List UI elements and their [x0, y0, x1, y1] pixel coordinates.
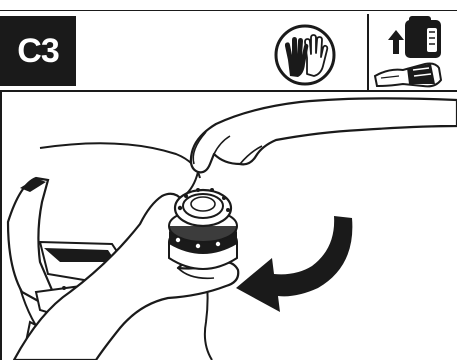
remove-battery-panel: [367, 14, 457, 92]
remove-battery-icon: [373, 16, 443, 88]
step-number-badge: C3: [0, 16, 76, 86]
left-border-rule: [0, 92, 2, 360]
rotate-counterclockwise-arrow-icon: [236, 216, 353, 312]
header-top-rule: [0, 10, 457, 11]
step-header: C3: [0, 0, 457, 92]
upper-hand: [183, 97, 457, 197]
spool-head: [168, 188, 238, 270]
wear-gloves-icon: [274, 24, 336, 86]
trimmer-spool-illustration: [6, 97, 457, 360]
